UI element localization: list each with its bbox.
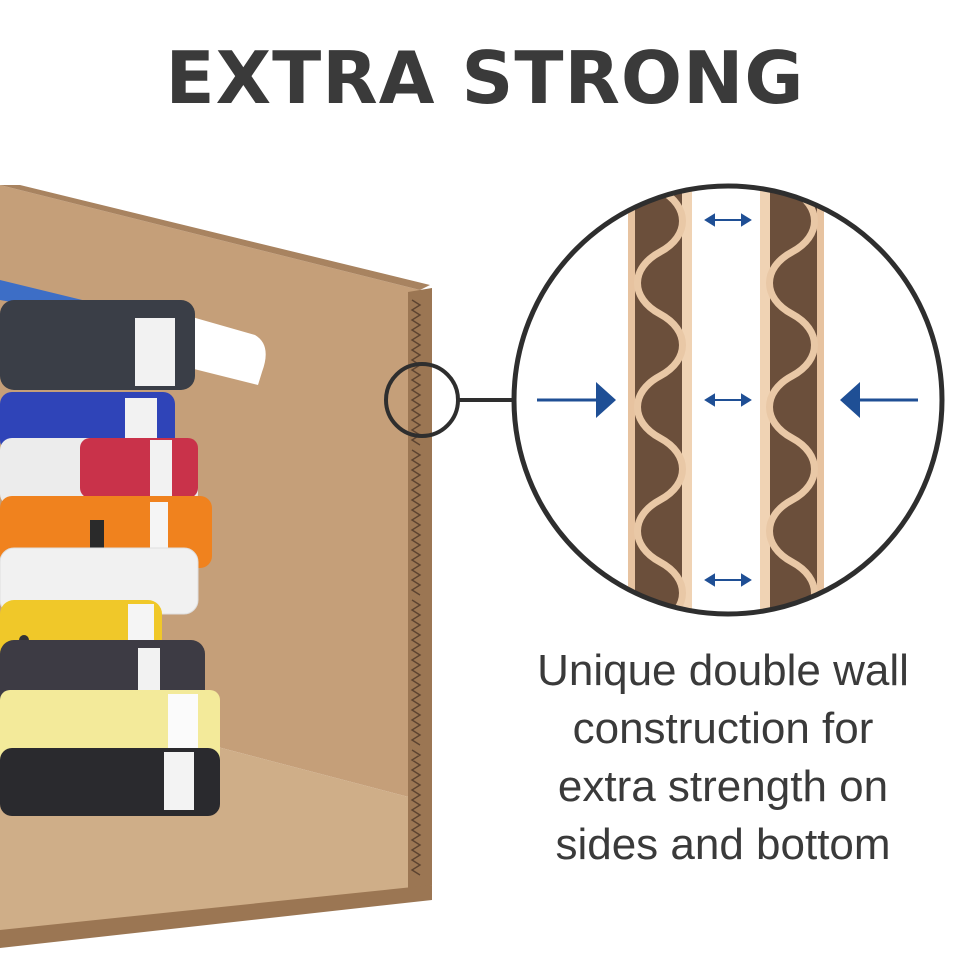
zoom-circle-border [511,183,945,617]
arrow-right-icon [537,382,616,418]
left-flute [634,186,686,614]
caption-line: construction for [572,704,874,753]
arrow-left-icon [840,382,918,418]
caption-line: Unique double wall [537,646,909,695]
book-stack [0,280,220,816]
feature-caption: Unique double wall construction for extr… [478,642,968,874]
caption-line: extra strength on [557,762,889,811]
box-rim [0,185,430,290]
caption-line: sides and bottom [555,820,891,869]
double-arrow-icon [704,213,752,587]
page-title: EXTRA STRONG [165,36,805,120]
box-bottom-edge [0,885,432,948]
zoom-detail [511,183,945,617]
wall-edge-flutes [410,299,422,876]
right-flute [766,186,818,614]
